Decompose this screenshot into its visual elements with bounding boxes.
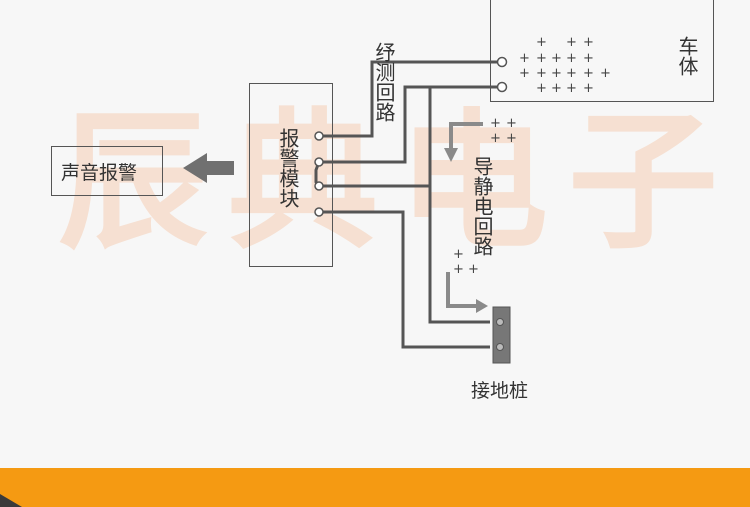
alarm-module-label: 报警模块 (276, 128, 300, 208)
charge-mark: + (519, 66, 530, 81)
static-arrow-bottom-head (476, 299, 488, 313)
vehicle-terminal-2 (496, 81, 508, 93)
charge-mark: + (566, 81, 577, 96)
charge-mark: + (490, 131, 501, 146)
wire-static-1 (323, 184, 490, 324)
module-terminal-2 (314, 157, 324, 167)
wires (314, 60, 500, 349)
charge-mark: + (536, 66, 547, 81)
wire-ground (323, 210, 490, 349)
sound-alarm-box (51, 146, 163, 196)
charge-mark: + (551, 51, 562, 66)
vehicle-body-label: 车体 (675, 36, 699, 76)
charge-mark: + (583, 81, 594, 96)
charge-mark: + (566, 35, 577, 50)
vehicle-terminal-1 (496, 56, 508, 68)
static-arrow-bottom (446, 272, 478, 308)
charge-mark: + (583, 66, 594, 81)
charge-mark: + (566, 66, 577, 81)
charge-mark: + (583, 51, 594, 66)
stake-bolt-2 (496, 343, 504, 351)
bottom-bar-notch (0, 494, 22, 507)
module-terminal-1 (314, 131, 324, 141)
module-terminal-3 (314, 181, 324, 191)
charge-mark: + (536, 35, 547, 50)
bottom-bar (0, 468, 750, 507)
charge-mark: + (536, 51, 547, 66)
charge-mark: + (453, 262, 464, 277)
alarm-module-box (249, 83, 333, 267)
charge-mark: + (453, 247, 464, 262)
alarm-arrow (183, 153, 234, 183)
charge-mark: + (519, 51, 530, 66)
sound-alarm-label: 声音报警 (61, 162, 138, 184)
charge-mark: + (583, 35, 594, 50)
wire-detection-1 (323, 60, 500, 138)
static-arrow-top-head (444, 148, 458, 162)
charge-mark: + (506, 131, 517, 146)
diagram-stage: 辰 典 电 子 (51, 0, 718, 402)
charge-mark: + (536, 81, 547, 96)
charge-mark: + (468, 262, 479, 277)
static-arrows (446, 122, 483, 308)
charge-mark: + (566, 51, 577, 66)
detection-loop-label: 纾测回路 (372, 42, 396, 122)
charge-mark: + (490, 116, 501, 131)
charge-mark: + (600, 66, 611, 81)
module-terminal-4 (314, 207, 324, 217)
static-arrow-top (449, 122, 483, 152)
ground-stake-body (492, 306, 511, 364)
charge-mark: + (551, 81, 562, 96)
charge-mark: + (551, 66, 562, 81)
static-loop-label: 导静电回路 (470, 156, 494, 256)
charge-mark: + (506, 116, 517, 131)
stake-bolt-1 (496, 318, 504, 326)
vehicle-body-box (490, 0, 714, 102)
wire-detection-2 (323, 85, 500, 164)
ground-stake-label: 接地桩 (471, 380, 529, 402)
wiring-diagram (183, 56, 511, 364)
